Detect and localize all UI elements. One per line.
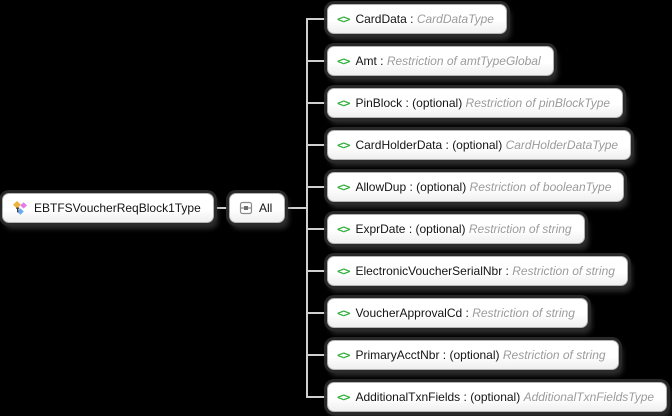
element-separator: : — [405, 222, 416, 236]
node-element-cardholderdata[interactable]: <> CardHolderData : (optional) CardHolde… — [327, 130, 632, 160]
element-type: Restriction of string — [472, 306, 575, 320]
element-icon: <> — [337, 180, 350, 194]
connector-stub — [306, 102, 328, 104]
element-optional: (optional) — [412, 96, 466, 110]
element-type: Restriction of string — [502, 348, 606, 362]
all-compositor-icon — [239, 201, 253, 215]
node-all-compositor[interactable]: All — [229, 193, 286, 223]
root-type-label: EBTFSVoucherReqBlock1Type — [34, 201, 201, 215]
element-separator: : — [406, 12, 417, 26]
element-name: CardData — [355, 12, 407, 26]
element-text: Amt : Restriction of amtTypeGlobal — [355, 54, 540, 68]
connector-stub — [306, 228, 328, 230]
connector-stub — [306, 144, 328, 146]
element-optional: (optional) — [452, 138, 506, 152]
element-type: Restriction of string — [468, 222, 572, 236]
element-text: PinBlock : (optional) Restriction of pin… — [355, 96, 610, 110]
element-type: CardDataType — [416, 12, 494, 26]
element-name: AdditionalTxnFields — [355, 390, 461, 404]
node-element-carddata[interactable]: <> CardData : CardDataType — [327, 4, 507, 34]
node-element-amt[interactable]: <> Amt : Restriction of amtTypeGlobal — [327, 46, 554, 76]
node-element-additionaltxnfields[interactable]: <> AdditionalTxnFields : (optional) Addi… — [327, 382, 668, 412]
element-optional: (optional) — [415, 222, 469, 236]
element-icon: <> — [337, 54, 350, 68]
element-icon: <> — [337, 12, 350, 26]
element-separator: : — [402, 96, 413, 110]
element-separator: : — [460, 390, 471, 404]
connector-root-to-all — [200, 207, 230, 209]
element-name: PrimaryAcctNbr — [355, 348, 440, 362]
element-name: CardHolderData — [355, 138, 443, 152]
element-name: Amt — [355, 54, 377, 68]
element-icon: <> — [337, 306, 350, 320]
element-text: CardData : CardDataType — [355, 12, 494, 26]
element-separator: : — [406, 180, 417, 194]
node-element-voucherapprovalcd[interactable]: <> VoucherApprovalCd : Restriction of st… — [327, 298, 588, 328]
element-icon: <> — [337, 348, 350, 362]
element-text: AllowDup : (optional) Restriction of boo… — [355, 180, 611, 194]
all-compositor-label: All — [259, 201, 273, 215]
element-text: VoucherApprovalCd : Restriction of strin… — [355, 306, 574, 320]
connector-stub — [306, 186, 328, 188]
element-icon: <> — [337, 138, 350, 152]
node-element-electronicvoucherserialnbr[interactable]: <> ElectronicVoucherSerialNbr : Restrict… — [327, 256, 628, 286]
connector-stub — [306, 396, 328, 398]
element-optional: (optional) — [416, 180, 470, 194]
connector-stub — [306, 354, 328, 356]
element-optional: (optional) — [449, 348, 503, 362]
node-element-exprdate[interactable]: <> ExprDate : (optional) Restriction of … — [327, 214, 585, 244]
element-icon: <> — [337, 264, 350, 278]
element-optional: (optional) — [470, 390, 524, 404]
element-separator: : — [442, 138, 453, 152]
node-element-allowdup[interactable]: <> AllowDup : (optional) Restriction of … — [327, 172, 625, 202]
element-separator: : — [462, 306, 473, 320]
element-type: Restriction of pinBlockType — [465, 96, 611, 110]
element-type: CardHolderDataType — [505, 138, 619, 152]
connector-stub — [306, 270, 328, 272]
element-name: ElectronicVoucherSerialNbr — [355, 264, 503, 278]
element-text: PrimaryAcctNbr : (optional) Restriction … — [355, 348, 605, 362]
connector-trunk — [306, 18, 308, 398]
node-root-complextype[interactable]: EBTFSVoucherReqBlock1Type — [2, 193, 214, 223]
element-icon: <> — [337, 390, 350, 404]
element-text: ExprDate : (optional) Restriction of str… — [355, 222, 571, 236]
element-name: AllowDup — [355, 180, 407, 194]
element-type: Restriction of amtTypeGlobal — [386, 54, 541, 68]
complex-type-icon — [12, 200, 28, 216]
element-type: AdditionalTxnFieldsType — [523, 390, 655, 404]
element-icon: <> — [337, 96, 350, 110]
element-text: AdditionalTxnFields : (optional) Additio… — [355, 390, 654, 404]
element-separator: : — [502, 264, 513, 278]
element-name: ExprDate — [355, 222, 406, 236]
element-icon: <> — [337, 222, 350, 236]
element-text: CardHolderData : (optional) CardHolderDa… — [355, 138, 618, 152]
element-name: VoucherApprovalCd — [355, 306, 463, 320]
connector-stub — [306, 18, 328, 20]
node-element-primaryacctnbr[interactable]: <> PrimaryAcctNbr : (optional) Restricti… — [327, 340, 619, 370]
connector-all-to-trunk — [284, 207, 307, 209]
element-separator: : — [376, 54, 387, 68]
element-text: ElectronicVoucherSerialNbr : Restriction… — [355, 264, 614, 278]
element-name: PinBlock — [355, 96, 403, 110]
connector-stub — [306, 312, 328, 314]
node-element-pinblock[interactable]: <> PinBlock : (optional) Restriction of … — [327, 88, 624, 118]
element-type: Restriction of booleanType — [469, 180, 612, 194]
connector-stub — [306, 60, 328, 62]
element-separator: : — [439, 348, 450, 362]
element-type: Restriction of string — [512, 264, 615, 278]
